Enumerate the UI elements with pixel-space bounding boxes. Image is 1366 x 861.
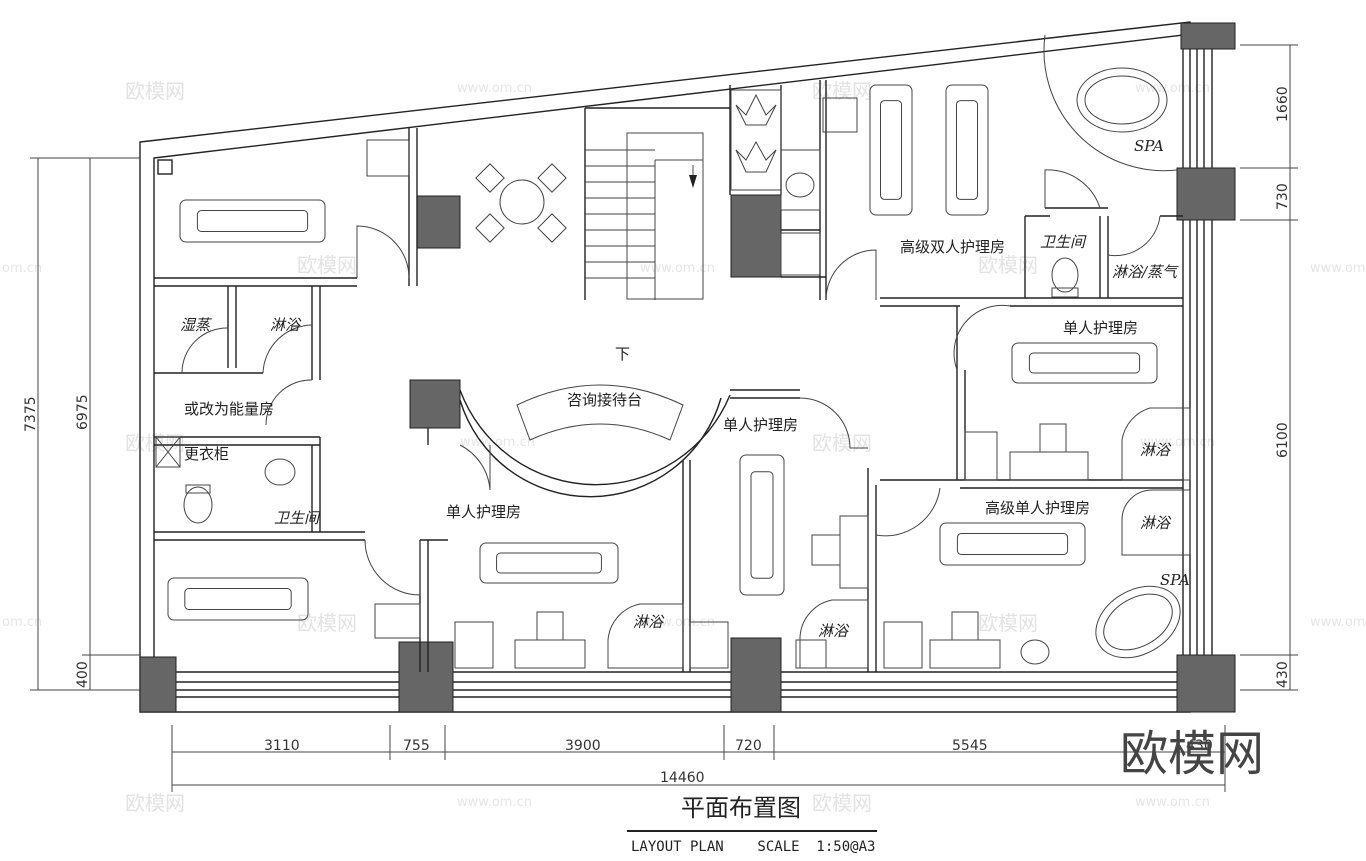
- massage-bed: [479, 542, 619, 584]
- title-block: 平面布置图 LAYOUT PLAN SCALE 1:50@A3: [627, 794, 877, 855]
- watermark-brand: 欧模网: [125, 79, 185, 103]
- room-label-shower-c: 淋浴: [1140, 441, 1172, 459]
- dim-right-4: 430: [1275, 661, 1291, 688]
- room-labels: 湿蒸 淋浴 或改为能量房 更衣柜 卫生间 下 咨询接待台 单人护理房 单人护理房…: [180, 137, 1190, 640]
- structural-columns: [139, 22, 1236, 713]
- watermark-site: www.om.cn: [1140, 435, 1215, 450]
- dim-right-1: 1660: [1275, 86, 1291, 122]
- watermark-brand: 欧模网: [297, 611, 357, 635]
- room-label-double-premium: 高级双人护理房: [900, 238, 1005, 256]
- watermark-site: www.om.cn: [460, 435, 535, 450]
- room-label-shower-steam: 淋浴/蒸气: [1112, 263, 1179, 281]
- room-label-single-bottom-left: 单人护理房: [446, 503, 521, 521]
- dim-left-bottom: 400: [75, 661, 91, 688]
- watermark-brand: 欧模网: [297, 253, 357, 277]
- room-label-steam: 湿蒸: [180, 316, 212, 334]
- dim-right-2: 730: [1275, 183, 1291, 210]
- room-label-energy-room: 或改为能量房: [184, 400, 274, 418]
- watermark-brand: 欧模网: [978, 611, 1038, 635]
- dim-bottom-6: 430: [1186, 738, 1213, 754]
- room-label-reception: 咨询接待台: [567, 391, 642, 409]
- massage-bed: [739, 454, 785, 596]
- room-label-wc-left: 卫生间: [274, 509, 321, 527]
- room-label-premium-single: 高级单人护理房: [985, 499, 1090, 517]
- massage-bed: [1011, 342, 1158, 384]
- watermark-brand: 欧模网: [125, 791, 185, 815]
- massage-bed: [167, 577, 309, 621]
- room-label-single-right: 单人护理房: [1063, 319, 1138, 337]
- watermark-brand: 欧模网: [978, 253, 1038, 277]
- watermark-site: www.om.cn: [457, 795, 532, 810]
- watermark-site: www.om.cn: [1310, 615, 1366, 630]
- room-label-spa-bottom: SPA: [1160, 571, 1190, 589]
- stair-down-label: 下: [615, 345, 630, 363]
- room-label-shower-d: 淋浴: [1140, 514, 1172, 532]
- room-label-shower-b: 淋浴: [818, 622, 850, 640]
- furniture: [155, 67, 1191, 669]
- drawing-title: 平面布置图: [681, 794, 801, 822]
- bottom-dimensions: 3110 755 3900 720 5545 430 14460: [171, 725, 1226, 792]
- massage-beds: [167, 84, 1158, 621]
- room-label-locker: 更衣柜: [184, 445, 229, 463]
- dim-bottom-5: 5545: [952, 738, 988, 754]
- watermark-site: om.cn: [2, 615, 42, 630]
- watermark-site: www.om.cn: [1135, 81, 1210, 96]
- room-label-shower-a: 淋浴: [633, 613, 665, 631]
- watermark-brand: 欧模网: [812, 431, 872, 455]
- watermark-site: www.om.cn: [640, 615, 715, 630]
- dim-left-inner: 6975: [75, 394, 91, 430]
- watermark-site: www.om.cn: [457, 81, 532, 96]
- dim-bottom-1: 3110: [264, 738, 300, 754]
- reception-curved-wall: [459, 384, 731, 498]
- door-swings: [181, 34, 1178, 596]
- room-label-wc-right: 卫生间: [1040, 233, 1087, 251]
- massage-bed: [869, 84, 913, 216]
- logo: 欧模网: [1120, 726, 1264, 782]
- watermark-site: www.om.cn: [1310, 261, 1366, 276]
- drawing-subtitle: LAYOUT PLAN SCALE 1:50@A3: [631, 839, 875, 855]
- massage-bed: [945, 84, 989, 216]
- watermark-site: www.om.cn: [640, 261, 715, 276]
- outer-walls: [139, 21, 1213, 713]
- massage-bed: [939, 522, 1086, 566]
- left-dimensions: 7375 6975 400: [23, 157, 140, 691]
- staircase: [585, 132, 704, 300]
- watermark-brand: 欧模网: [812, 791, 872, 815]
- dim-bottom-3: 3900: [565, 738, 601, 754]
- watermark-site: om.cn: [2, 261, 42, 276]
- watermark-brand: 欧模网: [125, 431, 185, 455]
- room-label-single-center: 单人护理房: [723, 416, 798, 434]
- watermark-brand: 欧模网: [812, 79, 872, 103]
- watermark-site: www.om.cn: [1135, 795, 1210, 810]
- right-dimensions: 1660 730 6100 430: [1240, 44, 1298, 691]
- massage-bed: [179, 199, 326, 243]
- dim-bottom-2: 755: [403, 738, 430, 754]
- room-label-shower-left: 淋浴: [270, 316, 302, 334]
- dim-bottom-total: 14460: [660, 770, 705, 786]
- dim-bottom-4: 720: [735, 738, 762, 754]
- dim-right-3: 6100: [1275, 422, 1291, 458]
- room-label-spa-top: SPA: [1134, 137, 1164, 155]
- dim-left-outer: 7375: [23, 396, 39, 432]
